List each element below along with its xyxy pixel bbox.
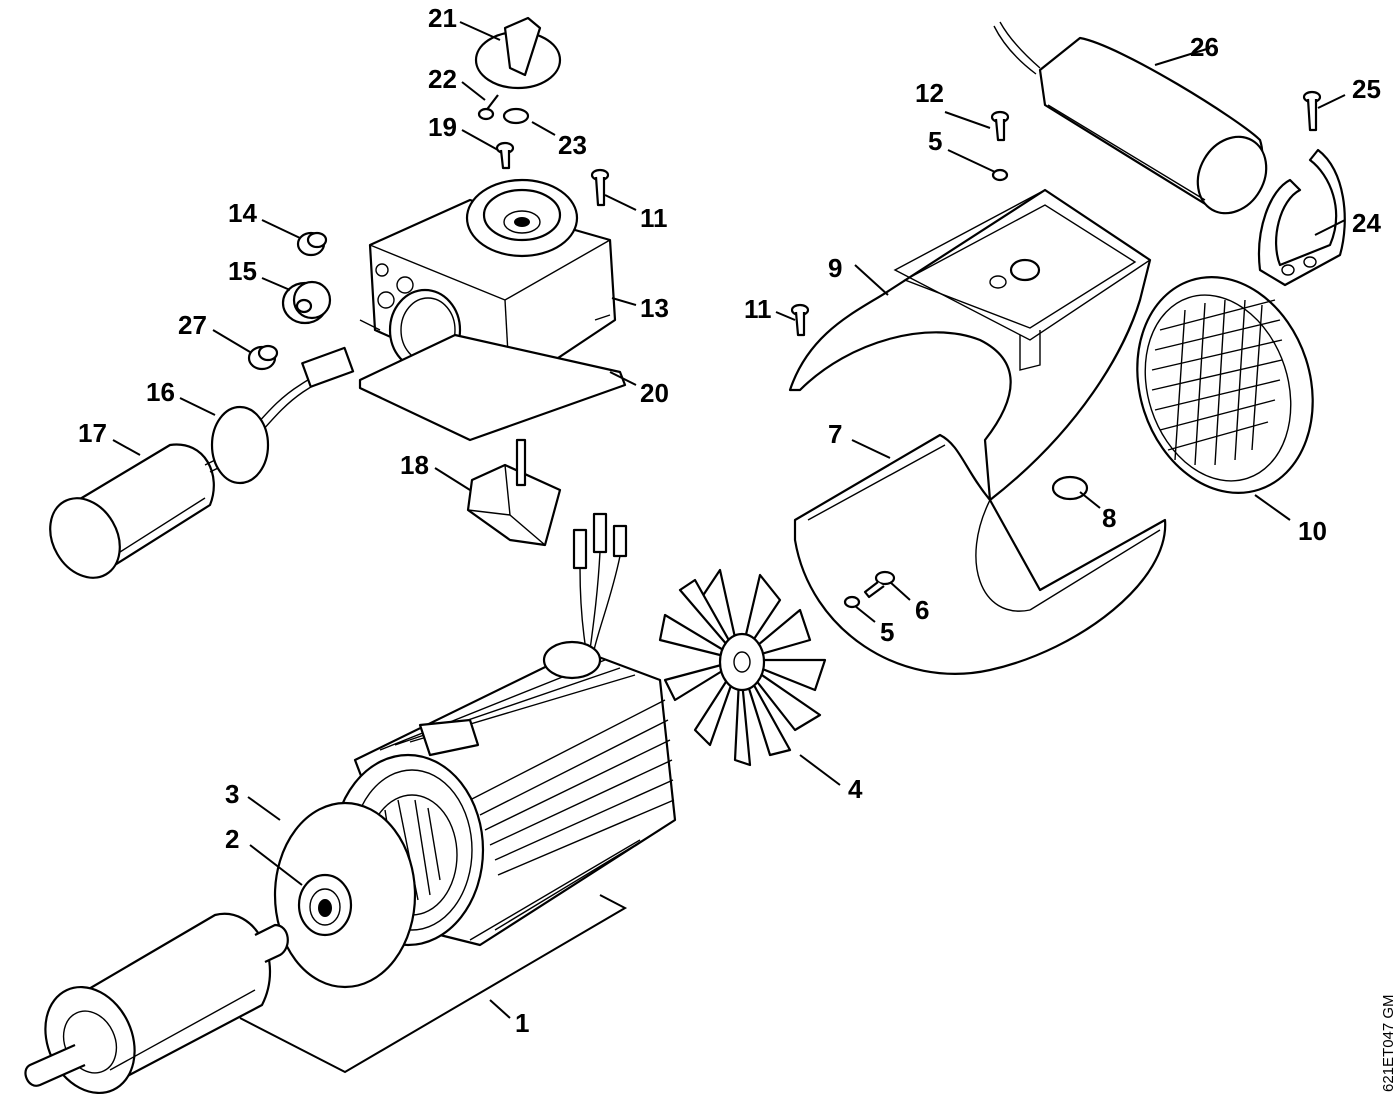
plug-27 [247,344,279,371]
label-18: 18 [400,450,429,480]
label-3: 3 [225,779,239,809]
label-19: 19 [428,112,457,142]
capacitor-26 [993,21,1268,215]
screw-11-top [590,168,610,207]
label-24: 24 [1352,208,1381,238]
label-16: 16 [146,377,175,407]
part-labels: 21 22 23 19 11 14 15 13 27 20 16 17 18 3… [78,3,1381,1038]
screw-12 [990,110,1010,142]
label-27: 27 [178,310,207,340]
label-1: 1 [515,1008,529,1038]
motor-leads [572,512,628,651]
capacitor-17 [49,346,355,579]
label-25: 25 [1352,74,1381,104]
terminal-box-13 [359,178,617,392]
label-2: 2 [225,824,239,854]
label-8: 8 [1102,503,1116,533]
gasket-20 [358,333,627,442]
label-26: 26 [1190,32,1219,62]
screw-6 [863,570,896,599]
switch-18 [466,438,562,547]
fan-cover-upper-9 [788,188,1152,502]
label-14: 14 [228,198,257,228]
fan-cover-lower-7 [793,433,1167,675]
label-22: 22 [428,64,457,94]
drawing-code: 621ET047 GM [1380,994,1397,1092]
screw-11-right [790,303,810,337]
label-12: 12 [915,78,944,108]
label-6: 6 [915,595,929,625]
grommet-15 [281,280,332,325]
grille-10 [1136,276,1314,494]
label-11-right: 11 [744,294,772,324]
label-21: 21 [428,3,457,33]
motor-stator-1 [331,640,677,947]
label-15: 15 [228,256,257,286]
label-5-lower: 5 [880,617,894,647]
label-7: 7 [828,419,842,449]
rotor [24,912,289,1095]
label-10: 10 [1298,516,1327,546]
nut-5-lower [843,595,861,609]
label-23: 23 [558,130,587,160]
knob-21 [474,16,562,90]
label-4: 4 [848,774,863,804]
o-ring-8 [1051,475,1089,501]
nut-5-upper [991,168,1009,182]
o-ring-16 [210,405,270,485]
label-11-top: 11 [640,203,668,233]
leader-lines [112,21,1346,1074]
fan-4 [658,568,827,767]
label-13: 13 [640,293,669,323]
clamp-24 [1258,148,1346,287]
label-9: 9 [828,253,842,283]
screw-25 [1302,90,1322,132]
o-ring-23 [502,107,530,125]
bearing-2 [297,873,353,937]
label-17: 17 [78,418,107,448]
plug-14 [296,231,328,257]
screw-22 [477,94,499,121]
label-20: 20 [640,378,669,408]
screw-19 [495,141,515,170]
label-5-upper: 5 [928,126,942,156]
